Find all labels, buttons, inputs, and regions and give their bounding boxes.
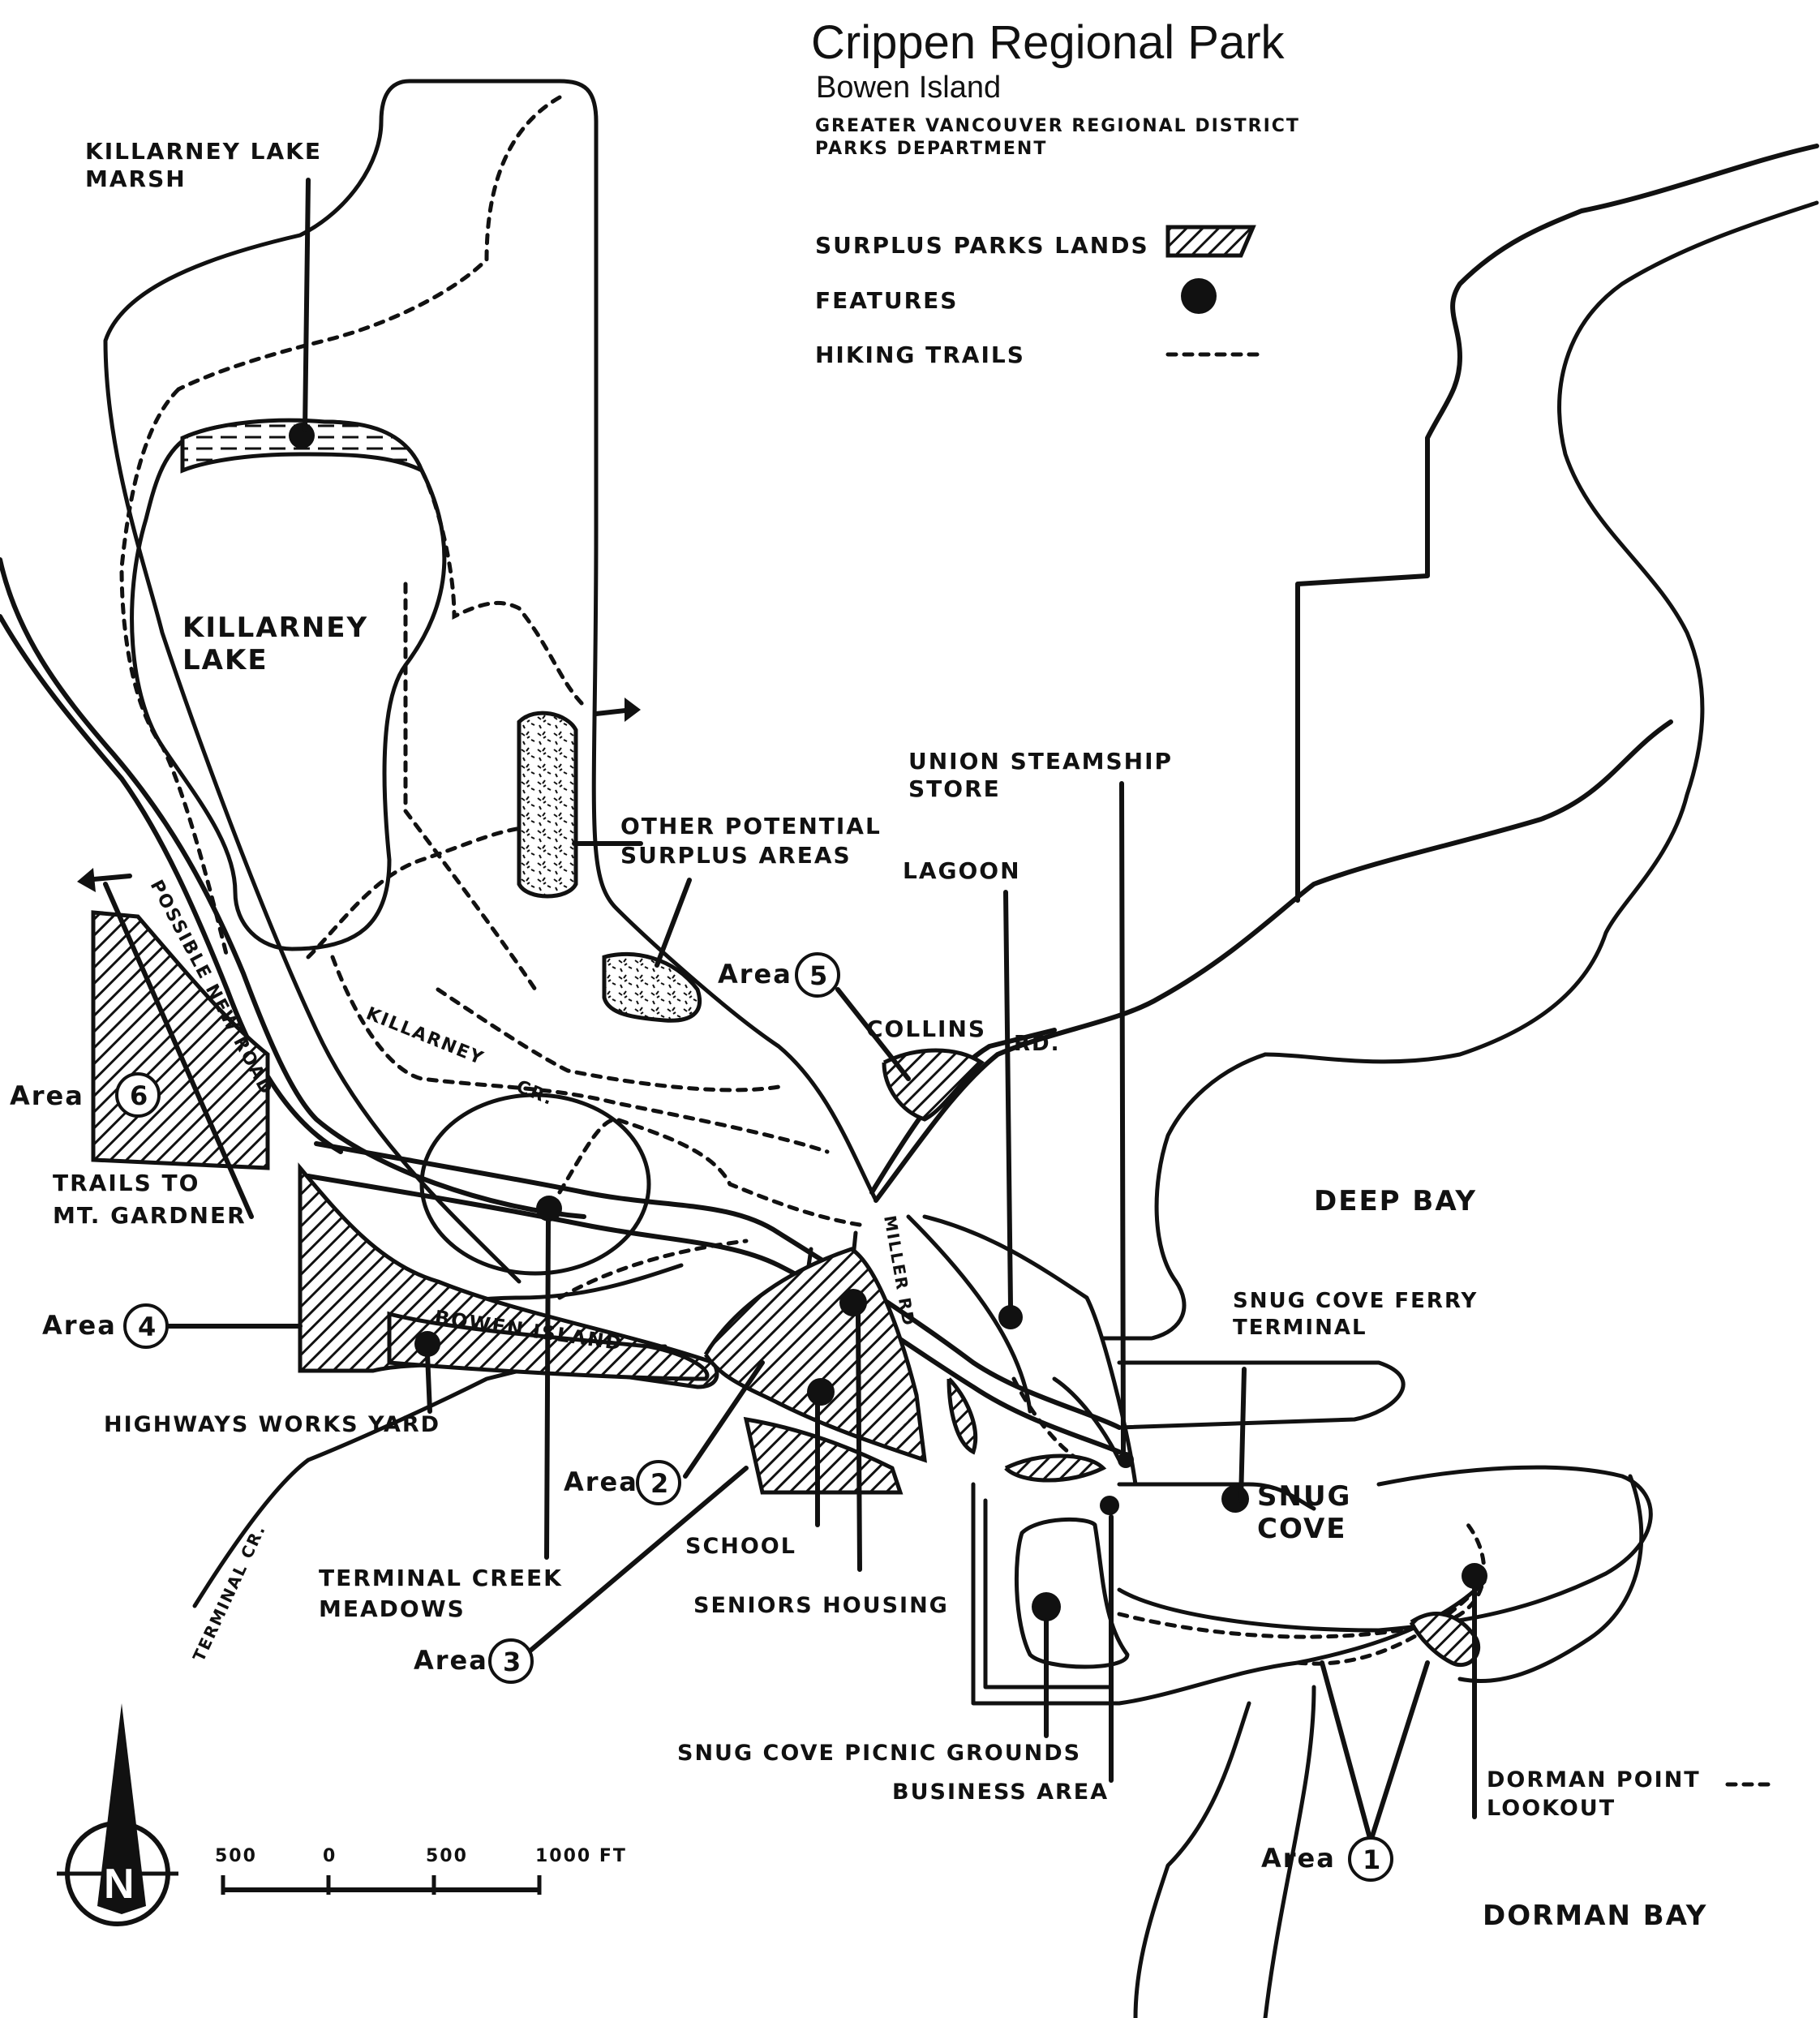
scale-tick-500: 500 [426, 1846, 468, 1866]
features [289, 423, 1487, 1621]
label-deep-bay: DEEP BAY [1314, 1185, 1477, 1217]
feature-seniors[interactable] [839, 1289, 867, 1316]
area-1-word: Area [1261, 1843, 1336, 1874]
label-dorman-lookout-1: DORMAN POINT [1487, 1767, 1701, 1793]
legend: SURPLUS PARKS LANDS FEATURES HIKING TRAI… [815, 225, 1264, 368]
label-trails-gardner-1: TRAILS TO [53, 1170, 200, 1196]
feature-business[interactable] [1100, 1496, 1119, 1515]
label-terminal-meadows-1: TERMINAL CREEK [319, 1565, 563, 1591]
legend-trails-label: HIKING TRAILS [815, 341, 1025, 368]
feature-marsh[interactable] [289, 423, 315, 449]
label-business: BUSINESS AREA [892, 1780, 1109, 1805]
north-letter: N [104, 1861, 135, 1908]
hiking-trails [119, 95, 1779, 1787]
area-5-marker[interactable]: Area 5 [718, 952, 840, 998]
area-2-parcel[interactable] [703, 1247, 927, 1463]
label-ferry-2: TERMINAL [1233, 1316, 1367, 1340]
other-surplus-blob[interactable] [602, 951, 702, 1023]
label-trails-gardner-2: MT. GARDNER [53, 1202, 247, 1229]
area-3-marker[interactable]: Area 3 [414, 1638, 534, 1684]
scale-tick-1000: 1000 FT [535, 1846, 627, 1866]
surplus-lands [91, 418, 1481, 1668]
area-2-number: 2 [650, 1468, 670, 1499]
legend-surplus-label: SURPLUS PARKS LANDS [815, 232, 1149, 259]
area-3-parcel[interactable] [743, 1416, 904, 1495]
area-4-marker[interactable]: Area 4 [42, 1303, 169, 1349]
agency-line-2: PARKS DEPARTMENT [815, 139, 1047, 159]
agency-line-1: GREATER VANCOUVER REGIONAL DISTRICT [815, 116, 1300, 136]
area-1-number: 1 [1363, 1844, 1382, 1875]
legend-features-dot [1181, 278, 1217, 314]
feature-school[interactable] [807, 1378, 835, 1406]
area-6-number: 6 [130, 1080, 149, 1111]
label-killarney-lake-2: LAKE [182, 644, 268, 676]
scale-tick-500-left: 500 [215, 1846, 257, 1866]
label-terminal-meadows-2: MEADOWS [319, 1595, 466, 1622]
label-dorman-lookout-2: LOOKOUT [1487, 1796, 1616, 1821]
label-killarney-cr2: CR. [513, 1076, 557, 1110]
label-picnic: SNUG COVE PICNIC GROUNDS [677, 1741, 1081, 1766]
area-2-word: Area [564, 1466, 638, 1497]
feature-ferry[interactable] [1221, 1485, 1249, 1513]
feature-dorman-lookout[interactable] [1462, 1563, 1487, 1589]
label-killarney-lake-1: KILLARNEY [182, 612, 368, 644]
area-5-parcel[interactable] [882, 1048, 985, 1122]
label-union-1: UNION STEAMSHIP [908, 748, 1173, 775]
label-seniors: SENIORS HOUSING [693, 1593, 949, 1618]
area-4-number: 4 [138, 1312, 157, 1342]
area-2-marker[interactable]: Area 2 [564, 1460, 681, 1505]
roads-and-shoreline [0, 79, 1819, 2018]
label-school: SCHOOL [685, 1534, 796, 1559]
area-6-marker[interactable]: Area 6 [10, 1072, 161, 1118]
miller-hatch [946, 1377, 978, 1455]
label-union-2: STORE [908, 775, 1001, 802]
map-title: Crippen Regional Park [811, 16, 1286, 69]
label-dorman-bay: DORMAN BAY [1483, 1900, 1707, 1932]
feature-union-store[interactable] [1118, 1452, 1134, 1468]
area-1-marker[interactable]: Area 1 [1261, 1836, 1393, 1882]
area-6-word: Area [10, 1080, 84, 1111]
label-snug-cove-2: COVE [1257, 1513, 1346, 1545]
title-block: Crippen Regional Park Bowen Island GREAT… [811, 16, 1300, 159]
legend-features-label: FEATURES [815, 287, 958, 314]
scale-tick-0: 0 [323, 1846, 337, 1866]
label-ferry-1: SNUG COVE FERRY [1233, 1289, 1478, 1313]
label-other-surplus-2: SURPLUS AREAS [620, 842, 852, 869]
label-highways: HIGHWAYS WORKS YARD [104, 1412, 440, 1437]
label-other-surplus-1: OTHER POTENTIAL [620, 813, 882, 839]
label-killarney-marsh-2: MARSH [85, 165, 187, 192]
lagoon-hatch [1004, 1453, 1107, 1483]
area-5-word: Area [718, 959, 792, 990]
label-killarney-cr: KILLARNEY [363, 1003, 487, 1069]
label-lagoon: LAGOON [903, 857, 1021, 884]
area-1-parcel[interactable] [1409, 1612, 1481, 1668]
north-arrow: N [57, 1703, 178, 1926]
legend-surplus-swatch [1165, 225, 1256, 258]
feature-picnic[interactable] [1032, 1592, 1061, 1621]
feature-meadows[interactable] [536, 1196, 562, 1222]
area-4-word: Area [42, 1310, 117, 1341]
area-3-number: 3 [503, 1647, 522, 1677]
area-markers: Area 1 Area 2 Area 3 Area 4 Area 5 Area … [10, 952, 1393, 1882]
feature-lagoon[interactable] [998, 1305, 1023, 1329]
area-3-word: Area [414, 1645, 488, 1676]
label-killarney-marsh-1: KILLARNEY LAKE [85, 138, 322, 165]
other-surplus-strip[interactable] [517, 711, 578, 899]
leader-lines [77, 178, 1477, 1844]
map-subtitle: Bowen Island [816, 71, 1001, 105]
area-5-number: 5 [809, 960, 829, 991]
scale-bar: 500 0 500 1000 FT [215, 1846, 627, 1895]
feature-highways[interactable] [414, 1331, 440, 1357]
label-collins-rd2: RD. [1014, 1032, 1060, 1056]
label-snug-cove-1: SNUG [1257, 1480, 1351, 1513]
label-collins-rd: COLLINS [866, 1015, 986, 1042]
